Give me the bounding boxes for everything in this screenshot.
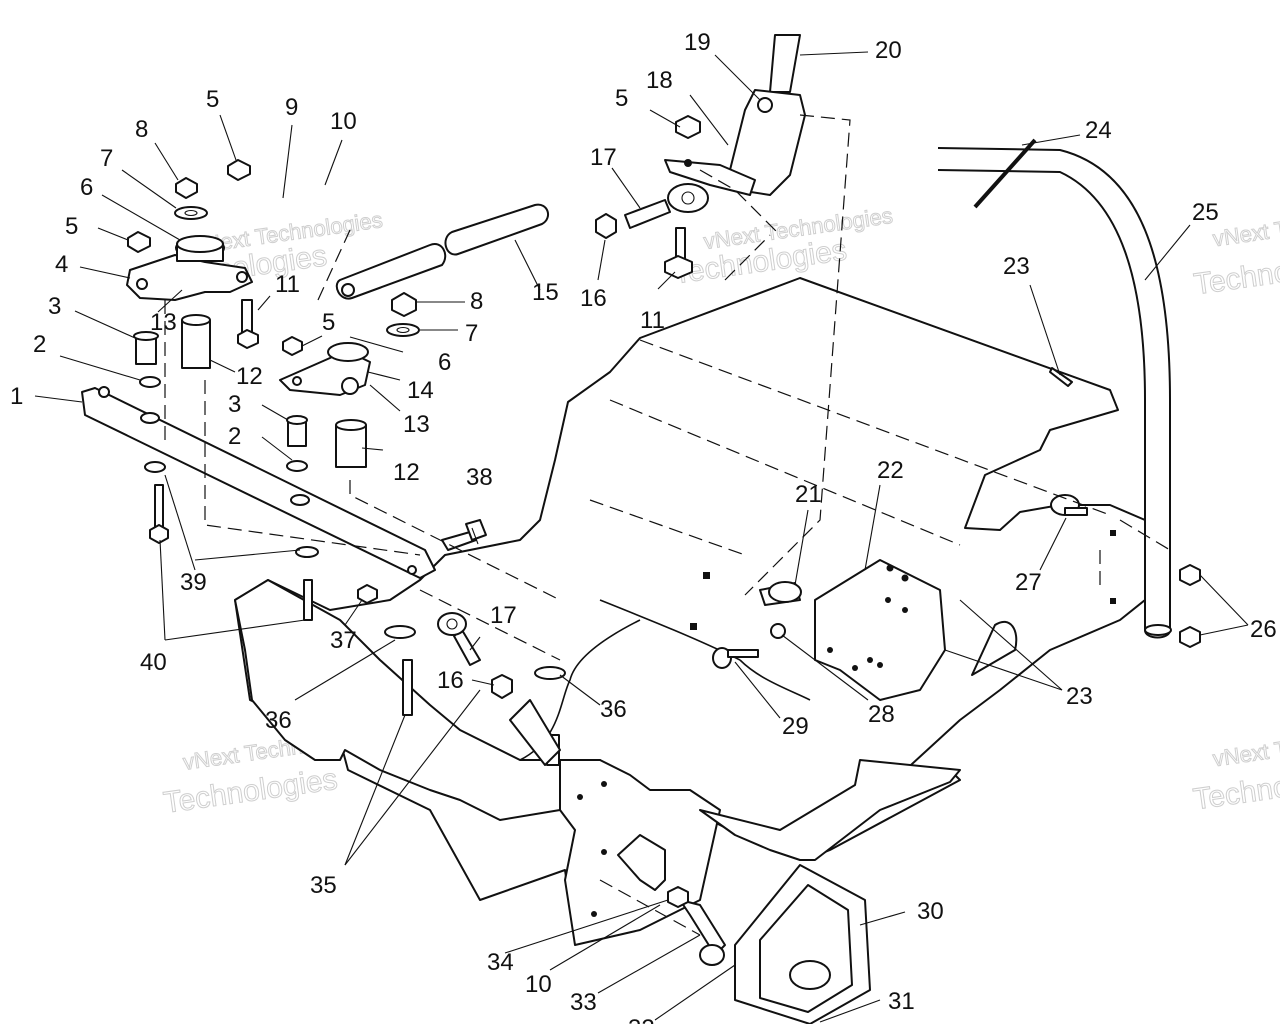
callout-label: 3 bbox=[228, 391, 241, 418]
callout-label: 1 bbox=[10, 383, 23, 410]
watermark-text: Technologies bbox=[1192, 244, 1280, 301]
callout-label: 34 bbox=[487, 949, 514, 976]
callout-label: 36 bbox=[600, 696, 627, 723]
callout-label: 25 bbox=[1192, 199, 1219, 226]
callout-label: 5 bbox=[322, 309, 335, 336]
chassis-body bbox=[234, 277, 1146, 946]
callout-label: 18 bbox=[646, 67, 673, 94]
watermark-text: vNext Technologies bbox=[1211, 720, 1280, 771]
callout-label: 13 bbox=[150, 309, 177, 336]
callout-label: 16 bbox=[580, 285, 607, 312]
callout-label: 26 bbox=[1250, 616, 1277, 643]
callout-label: 33 bbox=[570, 989, 597, 1016]
handlebar-tube bbox=[937, 138, 1172, 639]
assembly-lines bbox=[164, 114, 1171, 936]
callout-label: 9 bbox=[285, 94, 298, 121]
callout-label: 21 bbox=[795, 481, 822, 508]
callout-label: 5 bbox=[206, 86, 219, 113]
callout-label: 12 bbox=[236, 363, 263, 390]
callout-label: 3 bbox=[48, 293, 61, 320]
callout-label: 5 bbox=[65, 213, 78, 240]
callout-label: 11 bbox=[640, 307, 665, 334]
leader-lines bbox=[34, 51, 1249, 1023]
steering-arm-upper bbox=[126, 235, 253, 369]
tie-rod-tube bbox=[335, 203, 550, 300]
callout-label: 31 bbox=[888, 988, 915, 1015]
callout-label: 24 bbox=[1085, 117, 1112, 144]
callout-label: 32 bbox=[628, 1015, 655, 1024]
callout-label: 27 bbox=[1015, 569, 1042, 596]
callout-label: 7 bbox=[465, 320, 478, 347]
callout-labels: 1 2 2 3 3 4 5 5 5 5 6 6 7 7 8 8 9 10 10 … bbox=[10, 29, 1277, 1024]
callout-label: 19 bbox=[684, 29, 711, 56]
callout-label: 36 bbox=[265, 707, 292, 734]
callout-label: 37 bbox=[330, 627, 357, 654]
callout-label: 10 bbox=[525, 971, 552, 998]
callout-label: 7 bbox=[100, 145, 113, 172]
callout-label: 2 bbox=[228, 423, 241, 450]
callout-label: 30 bbox=[917, 898, 944, 925]
callout-label: 17 bbox=[490, 602, 517, 629]
callout-label: 10 bbox=[330, 108, 357, 135]
callout-label: 39 bbox=[180, 569, 207, 596]
callout-label: 15 bbox=[532, 279, 559, 306]
callout-label: 16 bbox=[437, 667, 464, 694]
callout-label: 5 bbox=[615, 85, 628, 112]
callout-label: 29 bbox=[782, 713, 809, 740]
callout-label: 8 bbox=[470, 288, 483, 315]
callout-label: 4 bbox=[55, 251, 68, 278]
callout-label: 6 bbox=[438, 349, 451, 376]
watermark-text: vNext Technologies bbox=[1211, 200, 1280, 251]
steering-arm-left bbox=[81, 386, 436, 579]
callout-label: 8 bbox=[135, 116, 148, 143]
steering-post bbox=[664, 34, 806, 196]
steering-arm-right bbox=[279, 342, 371, 468]
callout-label: 2 bbox=[33, 331, 46, 358]
callout-label: 11 bbox=[275, 271, 300, 298]
callout-label: 12 bbox=[393, 459, 420, 486]
callout-label: 6 bbox=[80, 174, 93, 201]
callout-label: 38 bbox=[466, 464, 493, 491]
callout-label: 23 bbox=[1066, 683, 1093, 710]
callout-label: 23 bbox=[1003, 253, 1030, 280]
callout-label: 22 bbox=[877, 457, 904, 484]
callout-label: 17 bbox=[590, 144, 617, 171]
callout-label: 35 bbox=[310, 872, 337, 899]
callout-label: 28 bbox=[868, 701, 895, 728]
callout-label: 20 bbox=[875, 37, 902, 64]
callout-label: 14 bbox=[407, 377, 434, 404]
callout-label: 13 bbox=[403, 411, 430, 438]
hardware-parts bbox=[127, 115, 1201, 1024]
callout-label: 40 bbox=[140, 649, 167, 676]
